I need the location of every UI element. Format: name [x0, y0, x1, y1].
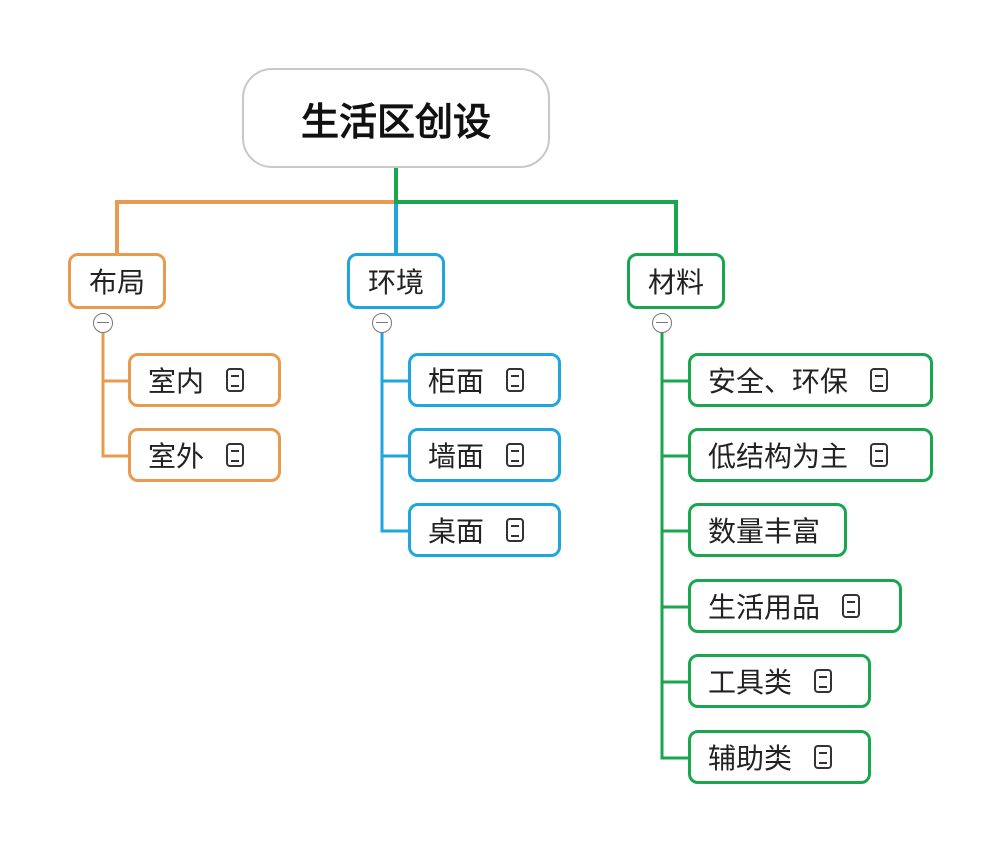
note-icon[interactable] [506, 518, 525, 542]
branch-node-huanjing[interactable]: 环境 [347, 253, 445, 309]
leaf-node-shuliang-fengfu[interactable]: 数量丰富 [688, 503, 847, 557]
note-icon[interactable] [226, 368, 245, 392]
connector-cailiao-children [660, 332, 688, 760]
leaf-node-anquan-huanbao[interactable]: 安全、环保 [688, 353, 933, 407]
collapse-minus-icon[interactable] [652, 313, 672, 333]
connector-root-cailiao [394, 168, 678, 253]
root-node[interactable]: 生活区创设 [242, 68, 550, 168]
branch-node-buju[interactable]: 布局 [68, 253, 166, 309]
connector-buju-children [101, 332, 128, 458]
leaf-node-shenghuo-yongpin[interactable]: 生活用品 [688, 579, 902, 633]
note-icon[interactable] [842, 594, 861, 618]
leaf-node-guimian[interactable]: 柜面 [408, 353, 561, 407]
note-icon[interactable] [814, 669, 833, 693]
leaf-node-fuzhu-lei[interactable]: 辅助类 [688, 730, 871, 784]
note-icon[interactable] [814, 745, 833, 769]
collapse-minus-icon[interactable] [93, 313, 113, 333]
leaf-node-dijiegou[interactable]: 低结构为主 [688, 428, 933, 482]
branch-node-cailiao[interactable]: 材料 [627, 253, 725, 309]
leaf-label: 生活用品 [708, 591, 821, 624]
leaf-label: 安全、环保 [708, 365, 849, 398]
leaf-label: 数量丰富 [708, 515, 821, 548]
connector-huanjing-children [380, 332, 408, 533]
leaf-label: 工具类 [708, 666, 793, 699]
leaf-node-gongju-lei[interactable]: 工具类 [688, 654, 871, 708]
leaf-label: 低结构为主 [708, 440, 849, 473]
leaf-node-shiwai[interactable]: 室外 [128, 428, 281, 482]
leaf-label: 桌面 [428, 515, 485, 548]
leaf-label: 室内 [148, 365, 205, 398]
root-label: 生活区创设 [300, 99, 491, 144]
note-icon[interactable] [870, 368, 889, 392]
leaf-node-shinei[interactable]: 室内 [128, 353, 281, 407]
leaf-label: 辅助类 [708, 742, 793, 775]
leaf-label: 墙面 [428, 440, 485, 473]
leaf-label: 室外 [148, 440, 205, 473]
leaf-node-qiangmian[interactable]: 墙面 [408, 428, 561, 482]
branch-label: 环境 [367, 266, 424, 299]
branch-label: 布局 [88, 266, 145, 299]
collapse-minus-icon[interactable] [372, 313, 392, 333]
connector-root-buju [115, 168, 398, 253]
leaf-node-zhuomian[interactable]: 桌面 [408, 503, 561, 557]
leaf-label: 柜面 [428, 365, 485, 398]
note-icon[interactable] [506, 443, 525, 467]
note-icon[interactable] [870, 443, 889, 467]
branch-label: 材料 [647, 266, 704, 299]
note-icon[interactable] [506, 368, 525, 392]
note-icon[interactable] [226, 443, 245, 467]
